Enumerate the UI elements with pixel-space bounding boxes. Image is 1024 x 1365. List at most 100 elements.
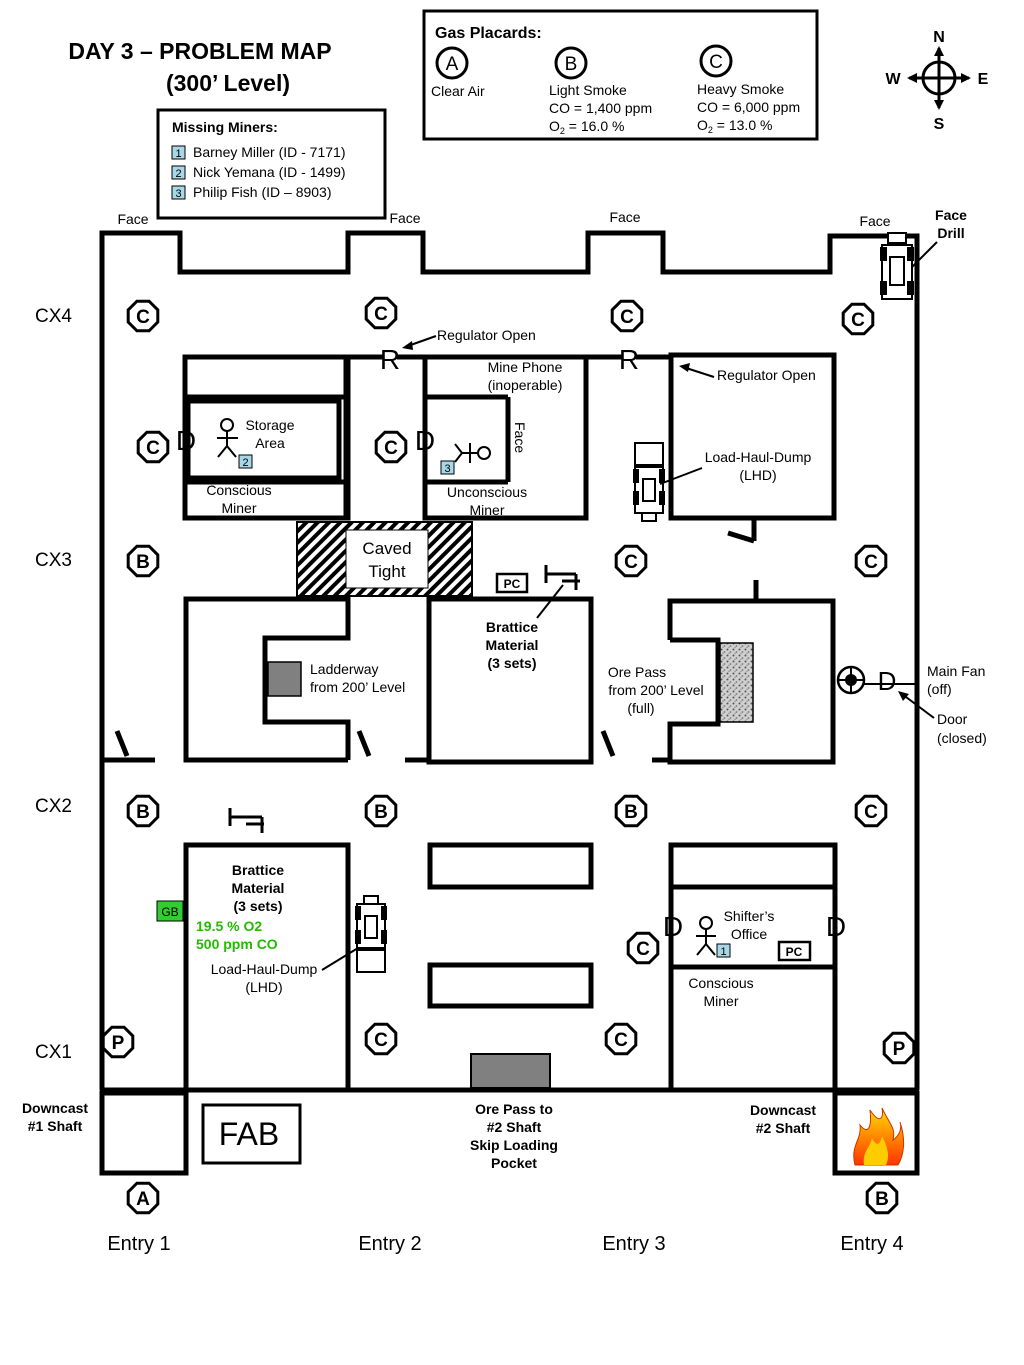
miner-id-badge: 1 <box>716 943 731 958</box>
conscious-miner-label: Miner <box>703 993 738 1009</box>
crosscut-label-cx1: CX1 <box>35 1042 72 1063</box>
lhd-label: (LHD) <box>245 979 282 995</box>
face-label: Face <box>389 210 420 226</box>
main-fan-label: Main Fan <box>927 663 985 679</box>
placard-letter: C <box>384 438 398 459</box>
placard-letter: B <box>624 802 638 823</box>
brattice-label: Brattice <box>232 862 284 878</box>
pillar-small-lower <box>427 962 594 1009</box>
missing-heading: Missing Miners: <box>172 119 278 135</box>
legend-placard-c: C <box>699 44 733 78</box>
placard-letter: B <box>136 552 150 573</box>
door-symbol: D <box>176 425 196 456</box>
placard-letter: A <box>136 1189 150 1210</box>
pillar-brattice-gb-block <box>183 842 351 1093</box>
legend-a-desc: Clear Air <box>431 83 485 99</box>
svg-text:Barney Miller (ID - 7171): Barney Miller (ID - 7171) <box>193 144 346 160</box>
ore-pass-label: from 200’ Level <box>608 682 703 698</box>
missing-item: 2 Nick Yemana (ID - 1499) <box>171 164 346 180</box>
brattice-label: Brattice <box>486 619 538 635</box>
miner-figure-icon <box>217 418 238 458</box>
face-label-rotated: Face <box>512 422 528 453</box>
caved-label: Tight <box>368 562 405 581</box>
entry-label-2: Entry 2 <box>358 1233 421 1255</box>
placard-letter: P <box>893 1039 906 1060</box>
brattice-label: (3 sets) <box>487 655 536 671</box>
conscious-miner-label: Miner <box>221 500 256 516</box>
placard-letter: C <box>636 939 650 960</box>
map-title: DAY 3 – PROBLEM MAP <box>68 38 331 64</box>
legend-placard-a-letter: A <box>446 54 459 75</box>
miner-figure-icon <box>696 916 716 956</box>
skip-pocket-label: Ore Pass to <box>475 1101 553 1117</box>
missing-miners-box: Missing Miners: 1 Barney Miller (ID - 71… <box>156 108 387 220</box>
brattice-symbol-icon <box>544 565 580 590</box>
ore-pass-label: (full) <box>627 700 654 716</box>
miner-id-badge: 2 <box>238 454 253 469</box>
face-label: Face <box>609 209 640 225</box>
missing-item: 3 Philip Fish (ID – 8903) <box>171 184 332 200</box>
gb-o2-reading: 19.5 % O2 <box>196 918 262 934</box>
crosscut-label-cx3: CX3 <box>35 550 72 571</box>
svg-text:2: 2 <box>242 457 248 469</box>
placard-letter: B <box>136 802 150 823</box>
mine-phone-label: (inoperable) <box>488 377 563 393</box>
placard-b: B <box>614 794 648 828</box>
placard-c: C <box>136 430 170 464</box>
downcast-2-label: #2 Shaft <box>756 1120 811 1136</box>
placard-letter: B <box>374 802 388 823</box>
conscious-miner-label: Conscious <box>206 482 271 498</box>
door-closed-label: Door <box>937 711 968 727</box>
miner-figure-icon <box>454 443 491 463</box>
storage-area-room <box>185 398 342 481</box>
placard-letter: C <box>374 304 388 325</box>
placard-c: C <box>364 1022 398 1056</box>
entry-label-3: Entry 3 <box>602 1233 665 1255</box>
door-symbol: D <box>826 911 846 942</box>
pc-phone-icon: PC <box>495 572 529 594</box>
svg-text:2: 2 <box>175 168 181 180</box>
unconscious-miner-label: Unconscious <box>447 484 527 500</box>
compass-icon: N S E W <box>885 29 988 133</box>
pc-phone-icon: PC <box>777 940 812 962</box>
conscious-miner-label: Conscious <box>688 975 753 991</box>
legend-heading: Gas Placards: <box>435 25 542 42</box>
regulator-symbol: R <box>619 344 639 375</box>
legend-b-desc2: CO = 1,400 ppm <box>549 100 652 116</box>
fab-label: FAB <box>219 1116 279 1152</box>
placard-c: C <box>364 296 398 330</box>
caved-label: Caved <box>362 539 411 558</box>
ladderway-icon <box>267 661 302 697</box>
map-subtitle: (300’ Level) <box>166 70 290 96</box>
svg-text:3: 3 <box>444 463 450 475</box>
shifters-office-label: Shifter’s <box>724 908 775 924</box>
legend-placard-b-letter: B <box>565 54 578 75</box>
door-symbol: D <box>415 425 435 456</box>
placard-c: C <box>841 302 875 336</box>
entry-label-4: Entry 4 <box>840 1233 903 1255</box>
door-symbol: D <box>878 666 897 696</box>
miner-id-badge: 3 <box>440 460 455 475</box>
compass-s: S <box>934 116 945 133</box>
placard-letter: C <box>851 310 865 331</box>
placard-letter: B <box>875 1189 889 1210</box>
pillar-small-upper <box>427 842 594 890</box>
placard-letter: C <box>624 552 638 573</box>
storage-area-label: Storage <box>245 417 294 433</box>
compass-n: N <box>933 29 945 46</box>
lhd-label: Load-Haul-Dump <box>211 961 318 977</box>
legend-c-desc2: CO = 6,000 ppm <box>697 99 800 115</box>
shifters-office-label: Office <box>731 926 768 942</box>
placard-c: C <box>604 1022 638 1056</box>
placard-letter: C <box>864 552 878 573</box>
placard-p: P <box>882 1031 916 1065</box>
lhd-vehicle-icon <box>355 895 387 973</box>
placard-b: B <box>126 794 160 828</box>
brattice-label: Material <box>232 880 285 896</box>
legend-placard-b: B <box>554 46 588 80</box>
brattice-symbol-icon <box>228 808 264 833</box>
placard-letter: C <box>864 802 878 823</box>
mine-phone-label: Mine Phone <box>488 359 563 375</box>
